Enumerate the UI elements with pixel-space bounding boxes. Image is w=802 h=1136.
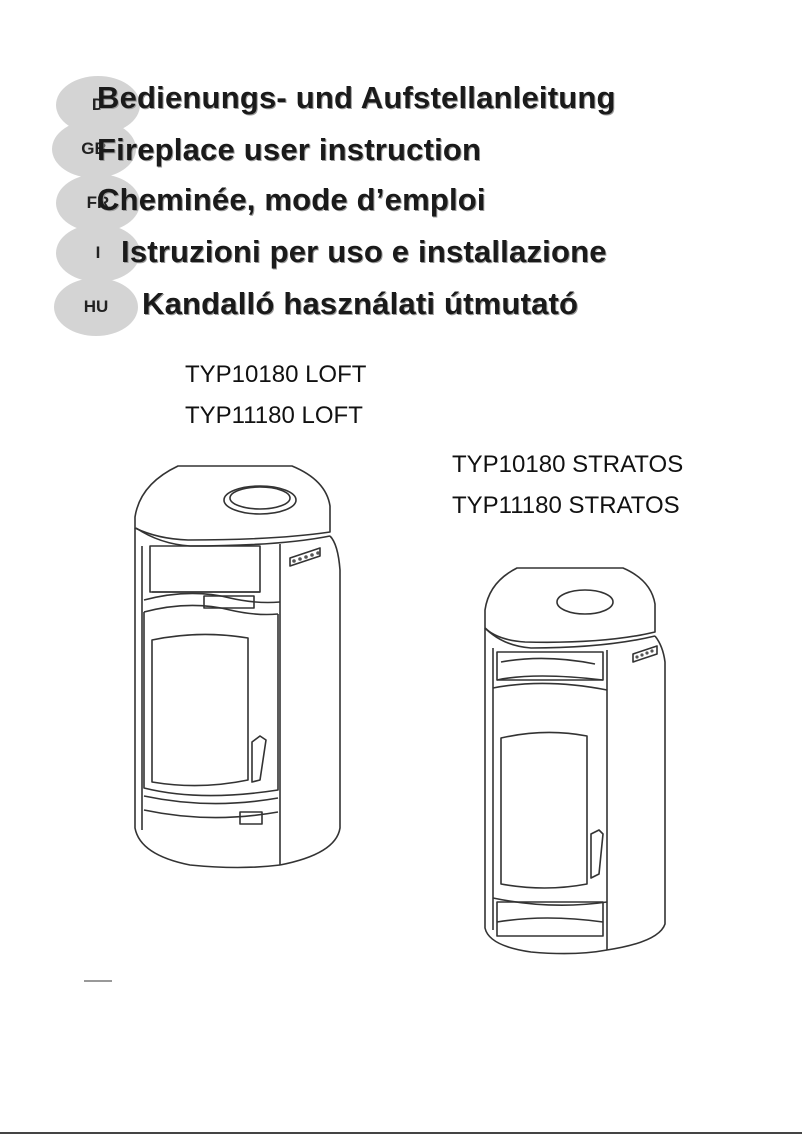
stratos-stove-illustration — [484, 567, 666, 955]
language-row-de: D Bedienungs- und Aufstellanleitung — [0, 74, 760, 134]
title-de: Bedienungs- und Aufstellanleitung — [97, 80, 616, 115]
model-loft-2: TYP11180 LOFT — [185, 402, 363, 429]
language-badge-gb: GB — [52, 120, 136, 178]
model-stratos-2: TYP11180 STRATOS — [452, 492, 680, 519]
language-row-gb: GB Fireplace user instruction — [0, 120, 760, 178]
language-badge-fr: FR — [56, 174, 140, 232]
title-it: Istruzioni per uso e installazione — [121, 234, 607, 269]
title-fr: Cheminée, mode d’emploi — [97, 182, 486, 217]
language-row-it: I Istruzioni per uso e installazione — [0, 224, 760, 282]
language-row-hu: HU Kandalló használati útmutató — [0, 278, 760, 336]
language-badge-hu: HU — [54, 278, 138, 336]
loft-stove-illustration — [84, 465, 341, 982]
language-badge-it: I — [56, 224, 140, 282]
model-loft-1: TYP10180 LOFT — [185, 361, 367, 388]
bottom-rule — [0, 1132, 802, 1134]
model-stratos-1: TYP10180 STRATOS — [452, 451, 684, 478]
language-row-fr: FR Cheminée, mode d’emploi — [0, 174, 760, 232]
title-gb: Fireplace user instruction — [97, 132, 482, 167]
title-hu: Kandalló használati útmutató — [142, 286, 579, 321]
